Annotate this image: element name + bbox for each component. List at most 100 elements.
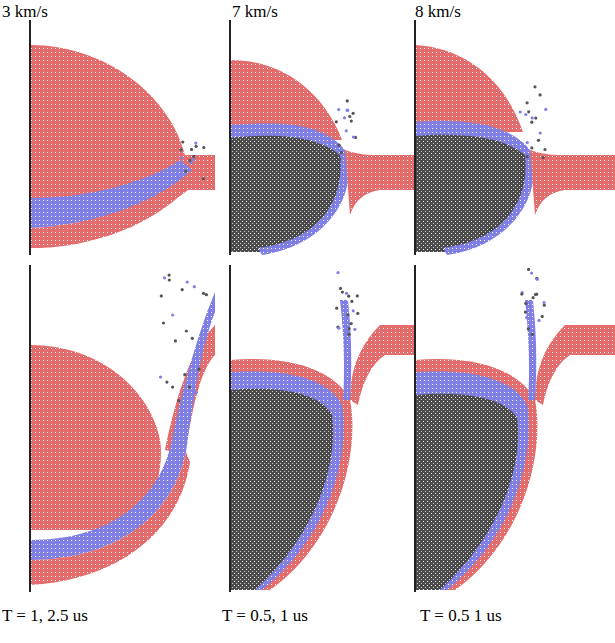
ejecta-particle <box>180 148 183 151</box>
ejecta-particle <box>520 293 523 296</box>
projectile-layer <box>230 371 344 590</box>
symmetry-axes <box>30 20 415 592</box>
ejecta-sheet <box>525 300 536 400</box>
ejecta-particle <box>530 146 533 149</box>
target-plate <box>530 150 615 215</box>
ejecta-particle <box>171 386 174 389</box>
ejecta-particle <box>191 337 194 340</box>
velocity-label: 8 km/s <box>415 2 461 22</box>
ejecta-particle <box>168 278 171 281</box>
ejecta-particle <box>163 276 166 279</box>
ejecta-particle <box>345 129 348 132</box>
axis-line <box>414 20 416 255</box>
velocity-label: 7 km/s <box>232 2 278 22</box>
ejecta-particle <box>530 272 533 275</box>
panel-8kms-early <box>415 45 615 255</box>
ejecta-particle <box>162 321 165 324</box>
ejecta-particle <box>168 274 171 277</box>
ejecta-particle <box>335 120 338 123</box>
ejecta-particle <box>356 294 359 297</box>
ejecta-particle <box>527 327 530 330</box>
ejecta-particle <box>336 271 339 274</box>
ejecta-particle <box>345 292 348 295</box>
target-rim <box>415 359 537 590</box>
ejecta-particle <box>525 316 528 319</box>
ejecta-particle <box>353 328 356 331</box>
ejecta-particle <box>197 368 200 371</box>
ejecta-particle <box>347 295 350 298</box>
ejecta-particle <box>188 159 191 162</box>
panel-7kms-early <box>230 60 415 255</box>
ejecta-particle <box>531 116 534 119</box>
ejecta-particle <box>533 85 536 88</box>
velocity-label: 3 km/s <box>2 2 48 22</box>
ejecta-particle <box>171 313 174 316</box>
projectile-rim <box>258 150 349 255</box>
ejecta-particle <box>350 300 353 303</box>
ejecta-particle <box>524 302 527 305</box>
ejecta-particle <box>348 115 351 118</box>
ejecta-particle <box>527 268 530 271</box>
axis-line <box>229 20 231 255</box>
ejecta-particle <box>526 141 529 144</box>
ejecta-particle <box>341 291 344 294</box>
ejecta-particle <box>537 139 540 142</box>
ejecta-particle <box>340 151 343 154</box>
vapor-region <box>230 389 333 590</box>
ejecta-particle <box>524 113 527 116</box>
ejecta-particle <box>347 327 350 330</box>
ejecta-particle <box>539 93 542 96</box>
ejecta-particle <box>202 292 205 295</box>
ejecta-particle <box>179 174 182 177</box>
target-plate <box>350 325 415 405</box>
ejecta-particle <box>184 391 187 394</box>
ejecta-particle <box>539 131 542 134</box>
ejecta-particle <box>345 109 348 112</box>
ejecta-particle <box>184 170 187 173</box>
ejecta-particle <box>537 319 540 322</box>
ejecta-particle <box>181 288 184 291</box>
ejecta-particle <box>350 120 353 123</box>
ejecta-particle <box>531 333 534 336</box>
ejecta-particle <box>202 177 205 180</box>
ejecta-particle <box>181 140 184 143</box>
projectile-layer <box>30 292 215 560</box>
ejecta-particle <box>541 315 544 318</box>
vapor-region <box>415 394 518 590</box>
panel-3kms-late <box>30 292 215 585</box>
ejecta-particle <box>208 309 211 312</box>
ejecta-particle <box>160 294 163 297</box>
ejecta-particle <box>346 314 349 317</box>
ejecta-particle <box>335 307 338 310</box>
target-cap <box>415 45 523 132</box>
projectile-rim <box>443 150 534 255</box>
ejecta-particle <box>542 156 545 159</box>
projectile-layer <box>415 371 529 590</box>
ejecta-particles <box>159 85 548 402</box>
ejecta-particle <box>543 148 546 151</box>
time-label: T = 0.5 1 us <box>420 606 502 626</box>
ejecta-particle <box>338 158 341 161</box>
ejecta-particle <box>337 108 340 111</box>
ejecta-particle <box>174 339 177 342</box>
ejecta-particle <box>350 322 353 325</box>
ejecta-particle <box>530 121 533 124</box>
projectile-layer <box>415 121 530 160</box>
ejecta-particle <box>192 158 195 161</box>
axis-line <box>414 265 416 592</box>
panel-3kms-early <box>30 45 215 248</box>
target-layer <box>30 170 192 248</box>
ejecta-particle <box>194 142 197 145</box>
ejecta-particle <box>336 154 339 157</box>
axis-line <box>229 265 231 592</box>
ejecta-particle <box>195 145 198 148</box>
time-label: T = 1, 2.5 us <box>2 606 88 626</box>
target-layer <box>30 452 190 585</box>
ejecta-particle <box>543 304 546 307</box>
ejecta-particle <box>544 108 547 111</box>
ejecta-particle <box>534 117 537 120</box>
ejecta-particle <box>202 146 205 149</box>
ejecta-particle <box>193 285 196 288</box>
ejecta-sheet <box>340 300 351 400</box>
